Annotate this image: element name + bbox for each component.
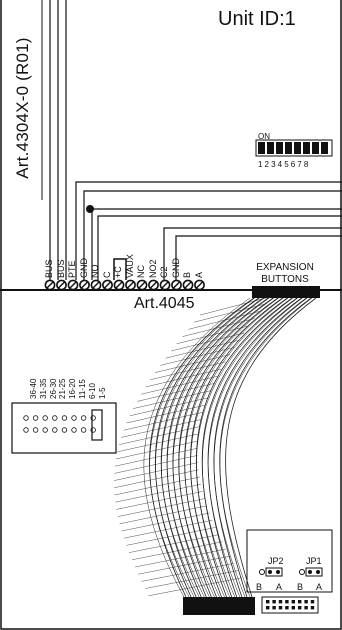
- jp1-b-label: B: [297, 582, 304, 592]
- connector-pin: [42, 415, 48, 421]
- jp1-a-label: A: [316, 582, 323, 592]
- terminal-label: +C: [113, 266, 123, 278]
- connector-pin: [80, 427, 87, 433]
- ribbon-cable: [114, 296, 317, 598]
- jp2-label: JP2: [268, 556, 284, 566]
- header-pin: [310, 600, 315, 604]
- connector-pin: [23, 427, 29, 433]
- terminal-label: A: [193, 271, 204, 278]
- header-pin: [272, 606, 276, 610]
- terminal-label: BUS: [44, 259, 54, 278]
- junction-dot: [86, 205, 94, 213]
- dip-numbers: 12345678: [258, 160, 311, 169]
- connector-pin: [90, 427, 96, 433]
- article-bottom: Art.4045: [134, 295, 195, 312]
- jp1-label: JP1: [306, 556, 322, 566]
- header-pin: [298, 606, 302, 610]
- terminal-block: [44, 279, 205, 291]
- header-connector: [261, 596, 319, 614]
- terminal-label: BUS: [55, 259, 66, 278]
- range-connector: [11, 402, 117, 454]
- range-label: 11-15: [78, 379, 87, 399]
- connector-pin: [23, 415, 29, 421]
- jp2-jumper[interactable]: [259, 567, 283, 577]
- jumper-area: [246, 529, 333, 593]
- terminal-label: C2: [159, 266, 169, 278]
- header-pin: [266, 600, 270, 604]
- expansion-connector: [252, 286, 320, 298]
- terminal-label: C: [101, 271, 112, 279]
- terminal-label: PTE: [67, 260, 77, 278]
- header-pin: [291, 606, 295, 610]
- connector-pin: [80, 415, 87, 421]
- header-pin: [266, 606, 270, 610]
- expansion-buttons-label: EXPANSION BUTTONS: [244, 262, 326, 286]
- article-top: Art.4304X-0 (R01): [13, 37, 32, 179]
- range-label: 21-25: [58, 378, 68, 399]
- terminal-label: NO: [90, 264, 100, 279]
- terminal-label: GND: [170, 258, 181, 278]
- terminal-label: GND: [78, 258, 89, 278]
- expansion-label-line2: BUTTONS: [261, 274, 309, 285]
- header-pin: [291, 600, 295, 604]
- terminal-label: NO2: [147, 259, 158, 278]
- jp1-jumper[interactable]: [299, 567, 323, 577]
- terminal-jumper: [113, 258, 127, 280]
- terminal-label: B: [182, 271, 192, 278]
- header-pin: [278, 606, 283, 610]
- terminal-label: NC: [136, 265, 146, 278]
- bus-wires: [57, 0, 67, 280]
- dip-on-label: ON: [258, 132, 270, 141]
- bottom-connector: [183, 597, 255, 615]
- jp2-a-label: A: [276, 582, 283, 592]
- range-label: 36-40: [29, 378, 38, 399]
- connector-pin: [52, 427, 58, 433]
- header-pin: [285, 606, 289, 610]
- connector-pin: [42, 427, 48, 433]
- range-label: 26-30: [48, 378, 58, 399]
- range-label: 31-35: [38, 378, 48, 399]
- header-pin: [304, 600, 308, 604]
- range-label: 1-5: [97, 387, 107, 399]
- output-wires: [75, 181, 342, 280]
- connector-pin: [32, 427, 39, 433]
- connector-pin: [71, 415, 77, 421]
- range-label: 16-20: [68, 378, 78, 399]
- header-pin: [298, 600, 302, 604]
- terminal-label: VAUX: [124, 254, 135, 278]
- range-label: 6-10: [87, 382, 97, 399]
- connector-pin: [52, 415, 58, 421]
- expansion-label-line1: EXPANSION: [256, 262, 314, 273]
- header-pin: [285, 600, 289, 604]
- connector-pin: [32, 415, 39, 421]
- connector-pin: [90, 415, 96, 421]
- dip-switch[interactable]: [255, 139, 333, 157]
- unit-id: Unit ID:1: [218, 8, 296, 30]
- connector-pin: [61, 415, 68, 421]
- jp2-b-label: B: [256, 582, 263, 592]
- connector-pin: [61, 427, 68, 433]
- connector-pin: [71, 427, 77, 433]
- header-pin: [310, 606, 315, 610]
- connector-pins: [23, 415, 96, 433]
- header-pin: [278, 600, 283, 604]
- header-pin: [304, 606, 308, 610]
- header-pin: [272, 600, 276, 604]
